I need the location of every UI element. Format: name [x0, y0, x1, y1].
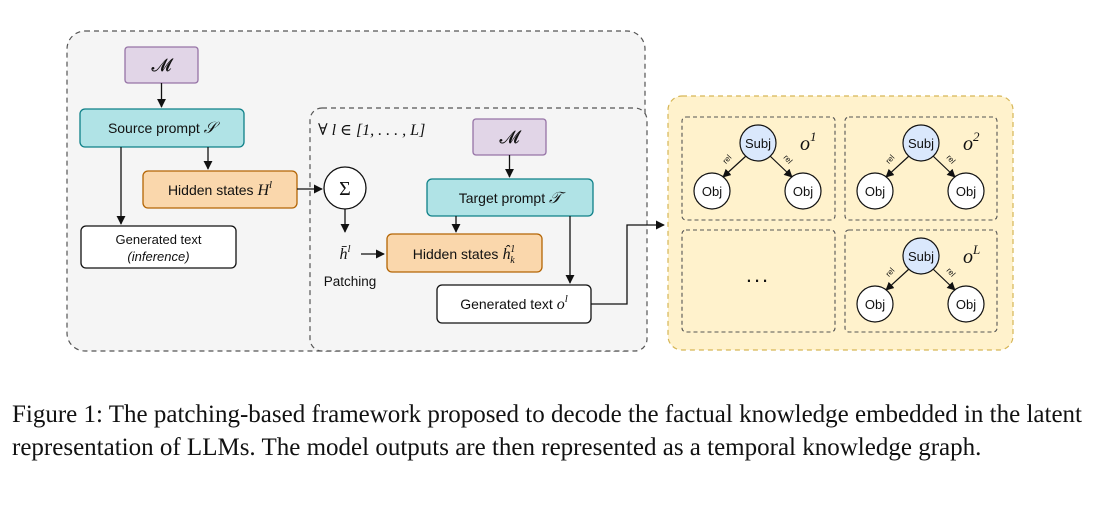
graph-box-ellipsis [681, 229, 836, 333]
subj-node [739, 124, 777, 162]
edge-right [769, 155, 793, 178]
output-label: o2 [963, 129, 980, 155]
graph-ellipsis: ... [746, 262, 770, 287]
graph-box-1 [681, 116, 836, 221]
subj-node [902, 124, 940, 162]
subj-node [902, 237, 940, 275]
obj-node-right [947, 172, 985, 210]
source-prompt-box [79, 108, 245, 148]
target-prompt-box [426, 178, 594, 217]
obj-label: Obj [956, 184, 976, 199]
subj-label: Subj [745, 136, 771, 151]
generated-text-inference-box [80, 225, 237, 269]
output-label: o1 [800, 129, 817, 155]
edge-left [885, 268, 910, 291]
layer-range-label: ∀ l ∈ [1, . . . , L] [318, 122, 425, 139]
obj-label: Obj [956, 297, 976, 312]
obj-node-right [947, 285, 985, 323]
model-symbol-target: 𝓜 [499, 127, 522, 147]
framework-diagram: 𝓜 Source prompt 𝒮 Hidden states Hl Gener… [66, 30, 1014, 352]
obj-node-right [784, 172, 822, 210]
obj-label: Obj [793, 184, 813, 199]
patching-label: Patching [324, 274, 377, 289]
edge-left [885, 155, 910, 178]
obj-label: Obj [702, 184, 722, 199]
model-symbol-source: 𝓜 [151, 55, 174, 75]
edge-right [932, 268, 956, 291]
output-label: oL [963, 242, 980, 268]
figure-caption: Figure 1: The patching-based framework p… [12, 401, 1083, 461]
obj-label: Obj [865, 184, 885, 199]
obj-node-left [693, 172, 731, 210]
edge-left [722, 155, 747, 178]
hidden-states-text: Hidden states Hl [168, 179, 272, 199]
hbar-label: h̄l [339, 243, 350, 263]
obj-node-left [856, 285, 894, 323]
generated-text-inference-line1: Generated text [116, 232, 202, 247]
subj-label: Subj [908, 249, 934, 264]
target-prompt-text: Target prompt 𝒯 [459, 190, 566, 207]
obj-label: Obj [865, 297, 885, 312]
subj-label: Subj [908, 136, 934, 151]
graph-box-L [844, 229, 998, 333]
source-prompt-text: Source prompt 𝒮 [108, 120, 221, 137]
generated-text-label: Generated text ol [460, 293, 568, 313]
generated-text-inference-line2: (inference) [127, 249, 189, 264]
obj-node-left [856, 172, 894, 210]
sum-symbol: Σ [339, 178, 351, 200]
edge-right [932, 155, 956, 178]
patched-hidden-states-box [386, 233, 543, 273]
graph-box-2 [844, 116, 998, 221]
